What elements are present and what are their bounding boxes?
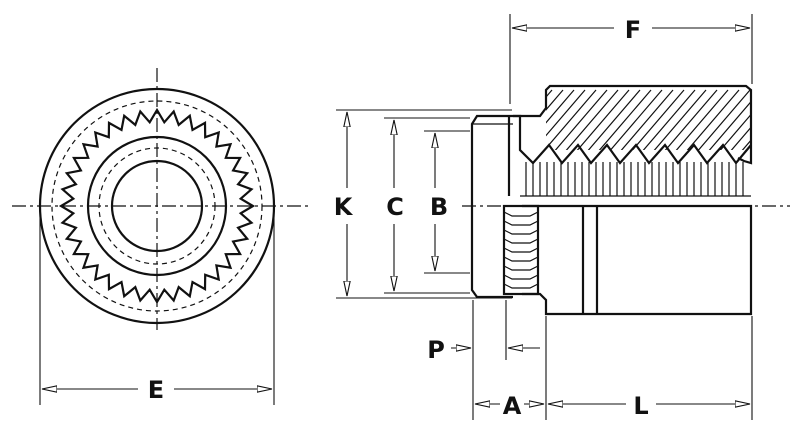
dimension-p-label: P [427,336,445,364]
knurl-band [503,211,539,289]
dimension-b-label: B [430,193,448,221]
hatch-line [546,89,597,150]
hatch-line [481,90,541,160]
end-view-bore-circle [110,159,204,253]
thread-section-outline [513,84,753,165]
dimension-f-label: F [625,16,641,44]
knurl-serration [503,229,539,235]
hatch-line [722,89,751,150]
hatch-line [711,89,751,150]
hatch-line [678,89,740,150]
hatch-line [546,89,608,150]
hatch-line [612,89,674,150]
hatch-line [645,89,707,150]
hatch-line [601,89,663,150]
thread-profile [513,114,752,165]
end-view-dashed-circle-outer [51,100,263,312]
hatch-line [590,89,652,150]
hatch-line [546,89,564,150]
knurl-serration [503,256,539,262]
hatch-line [667,89,729,150]
knurl-serration [503,220,539,226]
hatch-line [700,89,751,150]
thread-section-hatching [481,89,751,196]
end-view: E [12,68,312,405]
knurl-serration [503,247,539,253]
hatch-line [568,89,630,150]
knurl-serration [503,238,539,244]
knurl-serration [503,274,539,280]
hatch-line [579,89,641,150]
dimension-k-label: K [334,193,354,221]
hatch-line [689,89,751,150]
end-view-shank-circle [86,135,228,277]
hatch-line [546,89,586,150]
end-view-knurl-ring [58,107,256,305]
knurl-serration [503,265,539,271]
dimension-l-label: L [633,392,648,420]
pilot-shank-outline [470,114,513,299]
knurl-band-outline [502,204,540,296]
hatch-line [656,89,718,150]
dimension-a-label: A [503,392,522,420]
knurl-serration [503,211,539,217]
hatch-line [546,89,553,150]
hatch-line [557,89,619,150]
end-view-dashed-circle-inner [98,147,216,265]
body-lower-outline [522,204,753,316]
dimension-e-label: E [148,376,164,404]
hatch-line [733,89,751,150]
dimension-c-label: C [386,193,404,221]
knurl-serration [503,283,539,289]
side-view-dimensions: F K C B P A L [334,14,753,420]
side-view [462,84,790,316]
hatch-line [634,89,696,150]
hatch-line [546,89,575,150]
